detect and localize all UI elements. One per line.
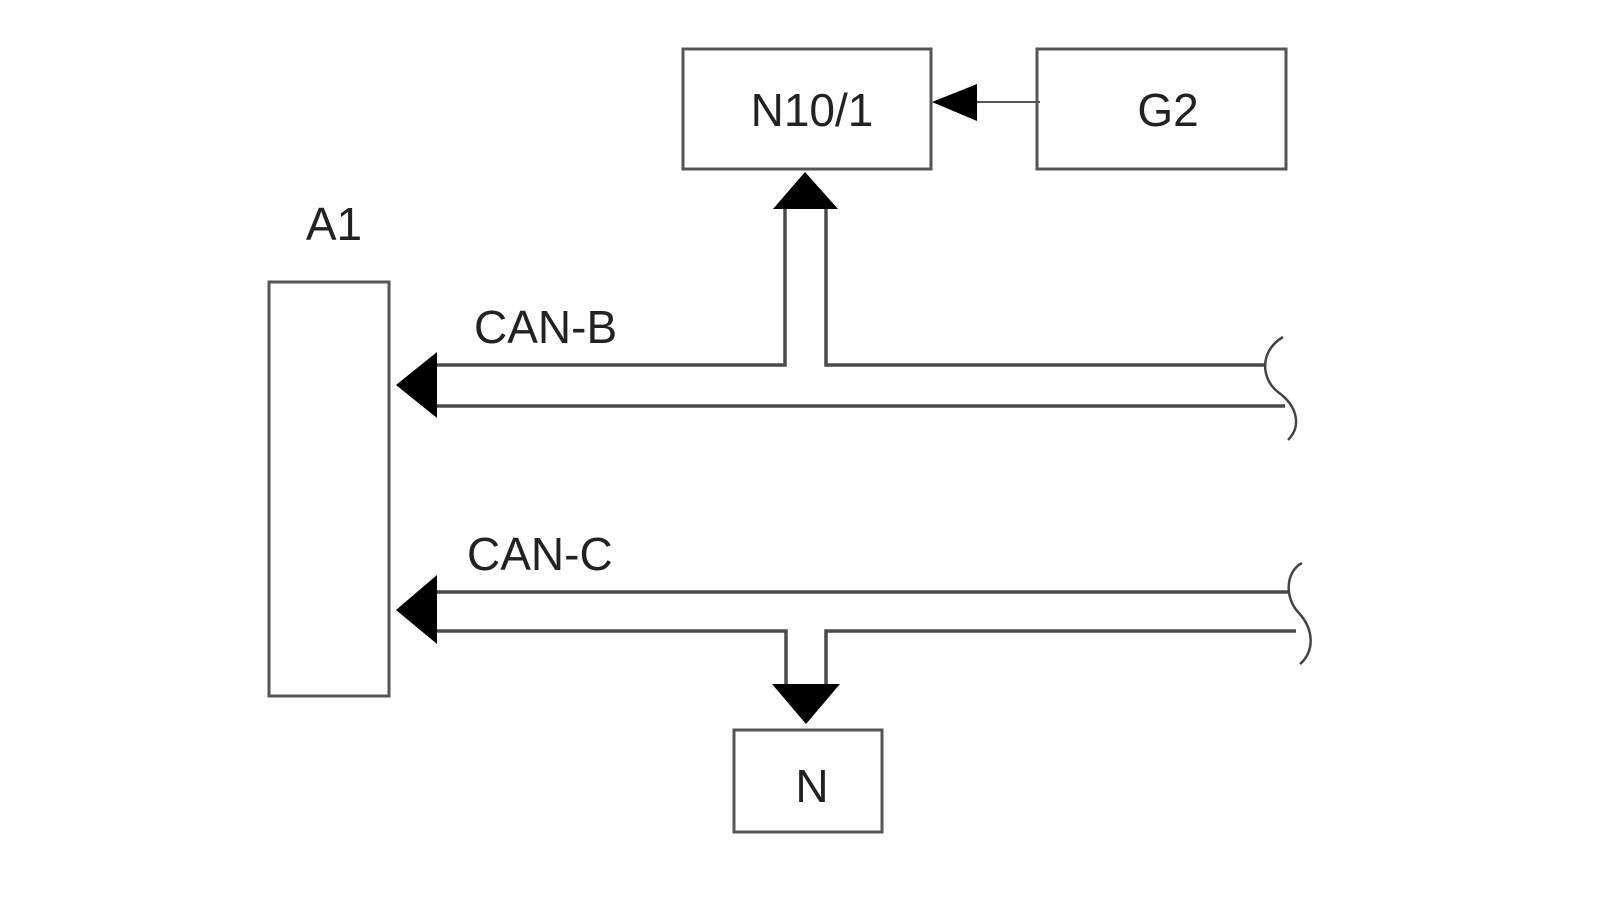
node-a1-box (267, 280, 391, 698)
node-g2-box (1035, 47, 1288, 171)
node-n-label: N (795, 760, 828, 812)
node-n10-1: N10/1 (681, 47, 933, 171)
bus-can-c-break-icon (1287, 561, 1312, 665)
node-a1-label: A1 (306, 198, 362, 250)
bus-can-c-branch-arrowhead-icon (772, 684, 840, 724)
bus-can-c: CAN-C (396, 528, 1312, 724)
bus-can-b-arrowhead-icon (396, 352, 437, 418)
bus-can-c-label: CAN-C (467, 528, 613, 580)
node-n10-1-box (681, 47, 933, 171)
bus-can-b-upper-line-right (824, 205, 1265, 367)
node-g2-label: G2 (1137, 84, 1198, 136)
node-n: N (732, 728, 884, 834)
bus-can-c-lower-line-right (824, 629, 1296, 688)
node-g2: G2 (1035, 47, 1288, 171)
g2-to-n10-connection (932, 84, 1040, 121)
node-a1: A1 (267, 198, 391, 698)
bus-can-c-lower-line-left (436, 629, 788, 688)
bus-can-c-arrowhead-icon (396, 575, 437, 644)
g2-to-n10-arrowhead-icon (932, 84, 977, 121)
bus-can-b-label: CAN-B (474, 301, 617, 353)
bus-can-b: CAN-B (396, 172, 1298, 441)
bus-can-b-break-icon (1264, 335, 1298, 441)
bus-can-b-upper-line-left (436, 205, 787, 367)
node-n-box (732, 728, 884, 834)
node-n10-1-label: N10/1 (751, 84, 874, 136)
bus-can-b-branch-arrowhead-icon (773, 172, 838, 209)
